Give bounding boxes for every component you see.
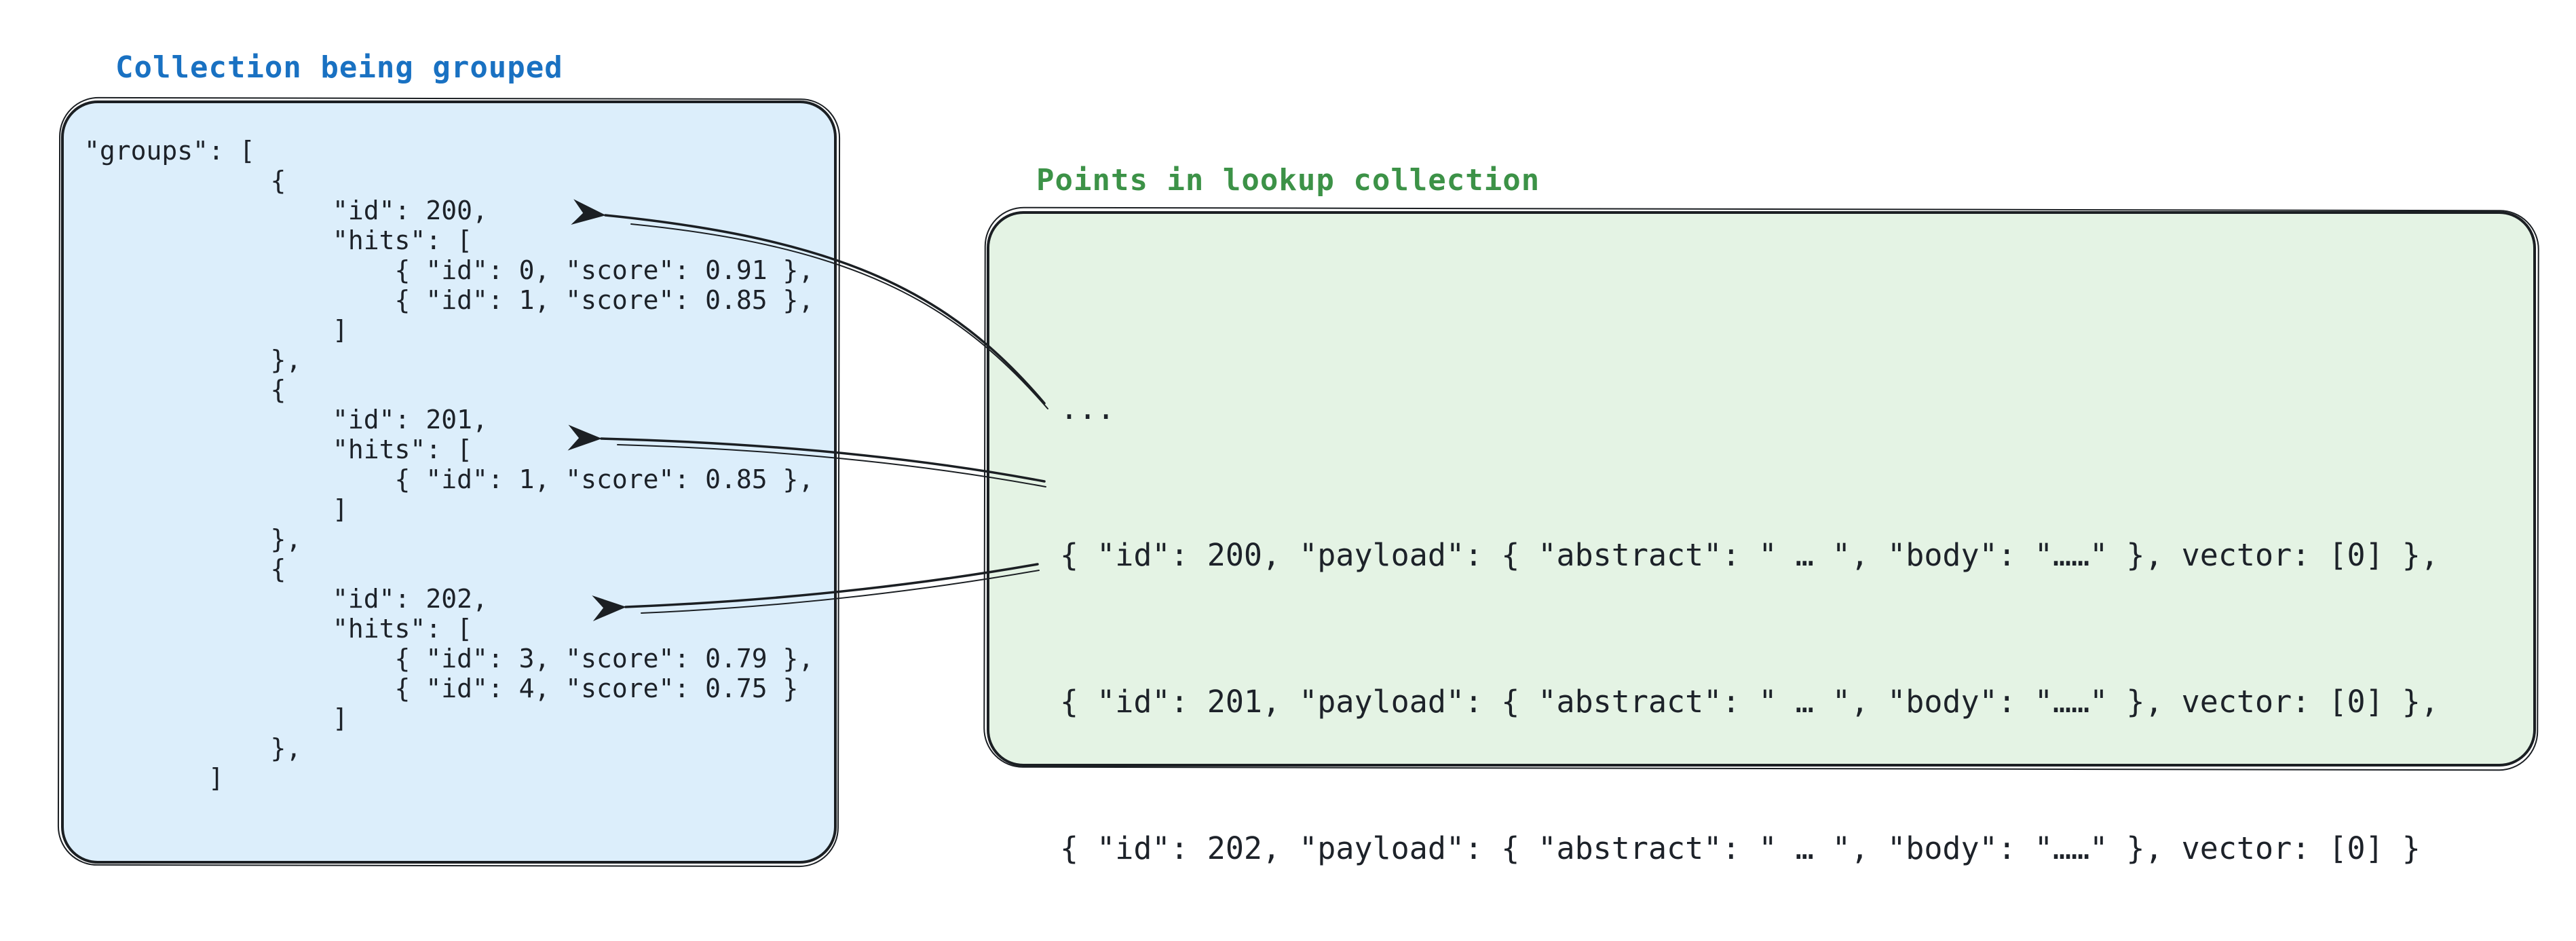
code-line: "hits": [ bbox=[84, 435, 472, 464]
code-line: { bbox=[84, 375, 286, 405]
code-line-group-id-202: "id": 202, bbox=[84, 584, 488, 614]
code-line: { bbox=[84, 554, 286, 584]
code-line: }, bbox=[84, 524, 302, 554]
code-line: { "id": 0, "score": 0.91 }, bbox=[84, 255, 814, 285]
lookup-collection-title: Points in lookup collection bbox=[1036, 163, 1540, 198]
code-line: { "id": 4, "score": 0.75 } bbox=[84, 674, 799, 703]
code-line: ] bbox=[84, 703, 348, 733]
code-line: }, bbox=[84, 345, 302, 375]
lookup-collection-box: ... { "id": 200, "payload": { "abstract"… bbox=[987, 211, 2536, 866]
code-line: ] bbox=[84, 494, 348, 524]
code-line: }, bbox=[84, 733, 302, 763]
grouped-collection-box: "groups": [ { "id": 200, "hits": [ { "id… bbox=[61, 100, 837, 864]
code-line-point-id-202: { "id": 202, "payload": { "abstract": " … bbox=[1060, 830, 2421, 866]
code-line: "hits": [ bbox=[84, 225, 472, 255]
code-line: "groups": [ bbox=[84, 136, 255, 166]
code-line-point-id-201: { "id": 201, "payload": { "abstract": " … bbox=[1060, 684, 2439, 720]
grouped-collection-code: "groups": [ { "id": 200, "hits": [ { "id… bbox=[84, 136, 814, 793]
lookup-collection-code: ... { "id": 200, "payload": { "abstract"… bbox=[1060, 299, 2439, 941]
code-line: { "id": 1, "score": 0.85 }, bbox=[84, 285, 814, 315]
code-line-group-id-201: "id": 201, bbox=[84, 405, 488, 435]
code-line-group-id-200: "id": 200, bbox=[84, 196, 488, 225]
code-line: { "id": 3, "score": 0.79 }, bbox=[84, 644, 814, 674]
code-line: { bbox=[84, 166, 286, 196]
grouped-collection-title: Collection being grouped bbox=[115, 50, 563, 85]
code-line: "hits": [ bbox=[84, 614, 472, 644]
code-line: ] bbox=[84, 315, 348, 345]
ellipsis-line: ... bbox=[1060, 390, 1116, 426]
code-line: ] bbox=[84, 763, 224, 793]
code-line-point-id-200: { "id": 200, "payload": { "abstract": " … bbox=[1060, 537, 2439, 573]
code-line: { "id": 1, "score": 0.85 }, bbox=[84, 464, 814, 494]
